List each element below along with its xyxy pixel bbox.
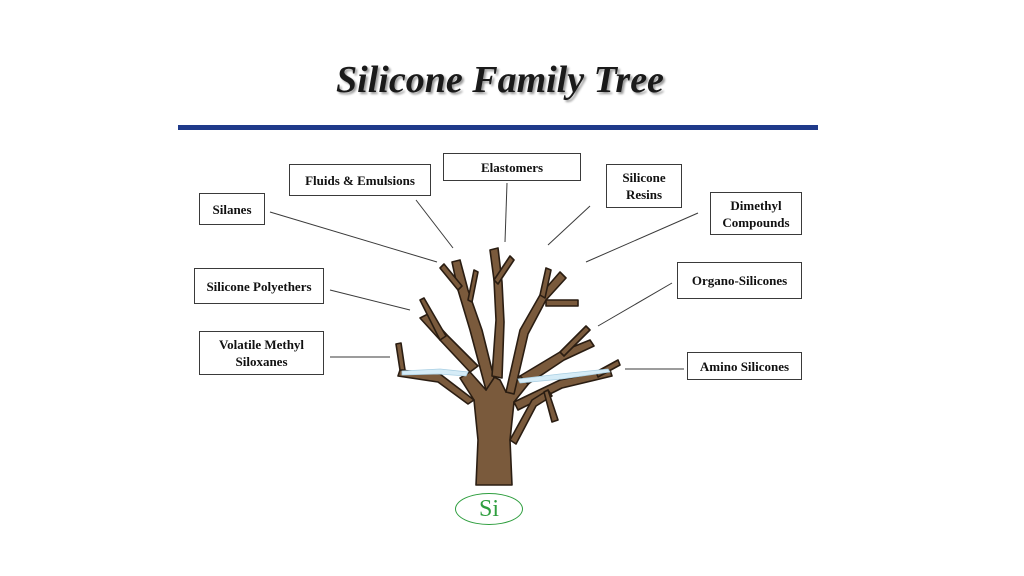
elastomers-box: Elastomers bbox=[443, 153, 581, 181]
connector-silanes bbox=[269, 211, 438, 263]
si-root-badge: Si bbox=[455, 493, 523, 525]
amino-silicones-box: Amino Silicones bbox=[687, 352, 802, 380]
tree-icon bbox=[395, 247, 621, 486]
dimethyl-compounds-box: Dimethyl Compounds bbox=[710, 192, 802, 235]
connector-organo bbox=[597, 282, 673, 327]
silicone-resins-box: Silicone Resins bbox=[606, 164, 682, 208]
connector-polyethers bbox=[329, 289, 411, 311]
connector-dimethyl bbox=[585, 212, 699, 263]
connector-elastomers bbox=[504, 182, 508, 243]
organo-silicones-box: Organo-Silicones bbox=[677, 262, 802, 299]
connector-resins bbox=[547, 205, 591, 246]
volatile-methyl-siloxanes-box: Volatile Methyl Siloxanes bbox=[199, 331, 324, 375]
fluids-emulsions-box: Fluids & Emulsions bbox=[289, 164, 431, 196]
silanes-box: Silanes bbox=[199, 193, 265, 225]
connector-fluids bbox=[415, 199, 454, 249]
connector-lines bbox=[269, 182, 699, 370]
page-title: Silicone Family Tree bbox=[336, 59, 664, 101]
title-underline bbox=[178, 125, 818, 130]
snow-decoration bbox=[401, 368, 611, 384]
silicone-polyethers-box: Silicone Polyethers bbox=[194, 268, 324, 304]
